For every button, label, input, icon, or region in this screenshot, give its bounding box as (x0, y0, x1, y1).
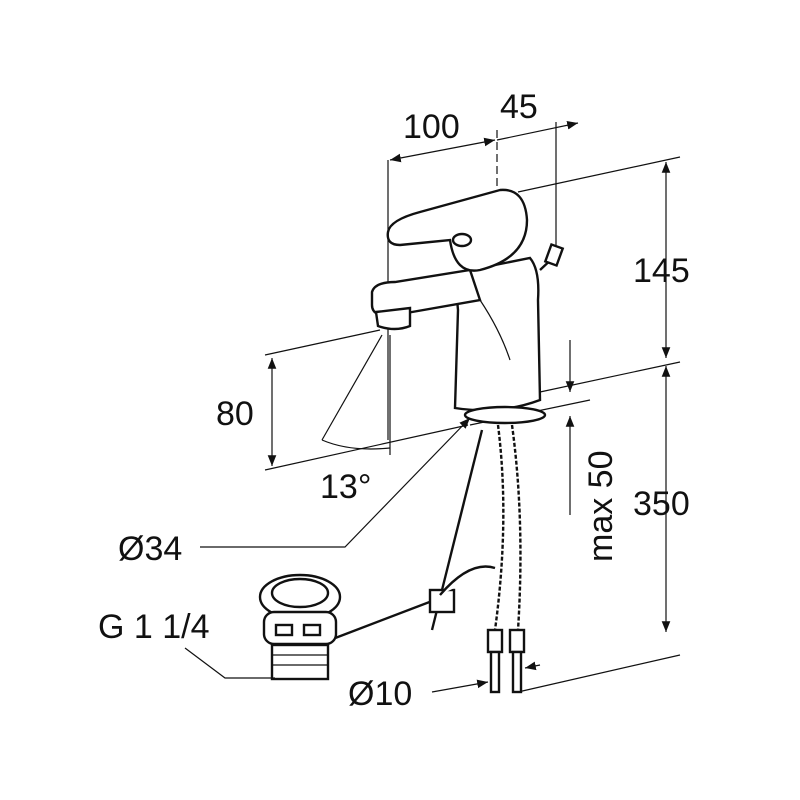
dimension-spout (264, 329, 469, 471)
label-100: 100 (403, 108, 460, 146)
label-145: 145 (633, 252, 690, 290)
hoses (329, 424, 526, 694)
label-d34: Ø34 (118, 530, 182, 568)
label-45: 45 (500, 88, 538, 126)
label-350: 350 (633, 485, 690, 523)
leader-d10 (431, 679, 489, 693)
label-80: 80 (216, 395, 254, 433)
label-d10: Ø10 (348, 675, 412, 713)
faucet-body (370, 188, 565, 425)
label-13deg: 13° (320, 468, 371, 506)
drain-valve (258, 573, 342, 681)
leader-d10-right (524, 661, 541, 671)
label-g114: G 1 1/4 (98, 608, 210, 646)
leader-g114 (184, 647, 275, 679)
label-max50: max 50 (582, 451, 620, 563)
dimension-right (517, 156, 681, 693)
leader-d34 (200, 417, 471, 548)
